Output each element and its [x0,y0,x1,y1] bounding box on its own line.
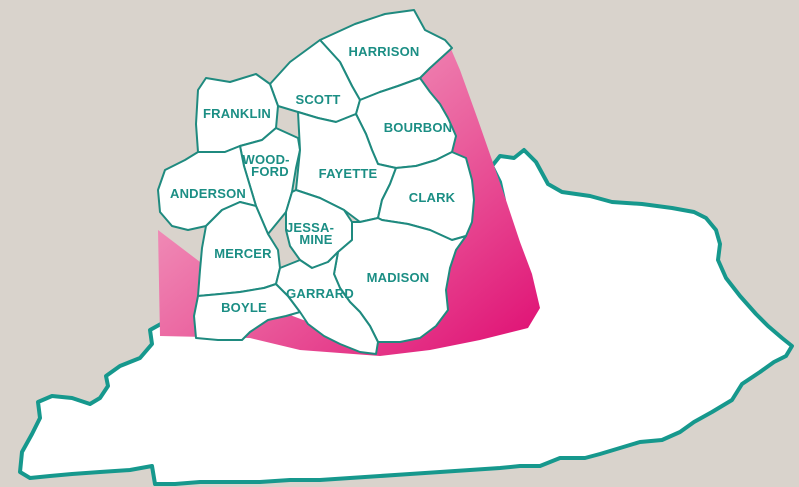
county-garrard[interactable] [275,251,379,355]
label-clark: CLARK [409,190,456,205]
label-garrard: GARRARD [286,286,354,301]
label-jessamine: JESSA- MINE [286,220,338,247]
label-franklin: FRANKLIN [203,106,271,121]
label-mercer: MERCER [214,246,272,261]
label-woodford: WOOD- FORD [242,152,293,179]
county-anderson[interactable] [157,145,257,231]
label-harrison: HARRISON [349,44,420,59]
label-madison: MADISON [367,270,430,285]
label-fayette: FAYETTE [319,166,378,181]
label-scott: SCOTT [295,92,340,107]
county-label-group: HARRISON SCOTT FRANKLIN BOURBON WOOD- FO… [170,44,456,315]
label-bourbon: BOURBON [384,120,453,135]
county-group [157,9,475,355]
label-anderson: ANDERSON [170,186,246,201]
county-boyle[interactable] [193,283,301,341]
label-boyle: BOYLE [221,300,267,315]
